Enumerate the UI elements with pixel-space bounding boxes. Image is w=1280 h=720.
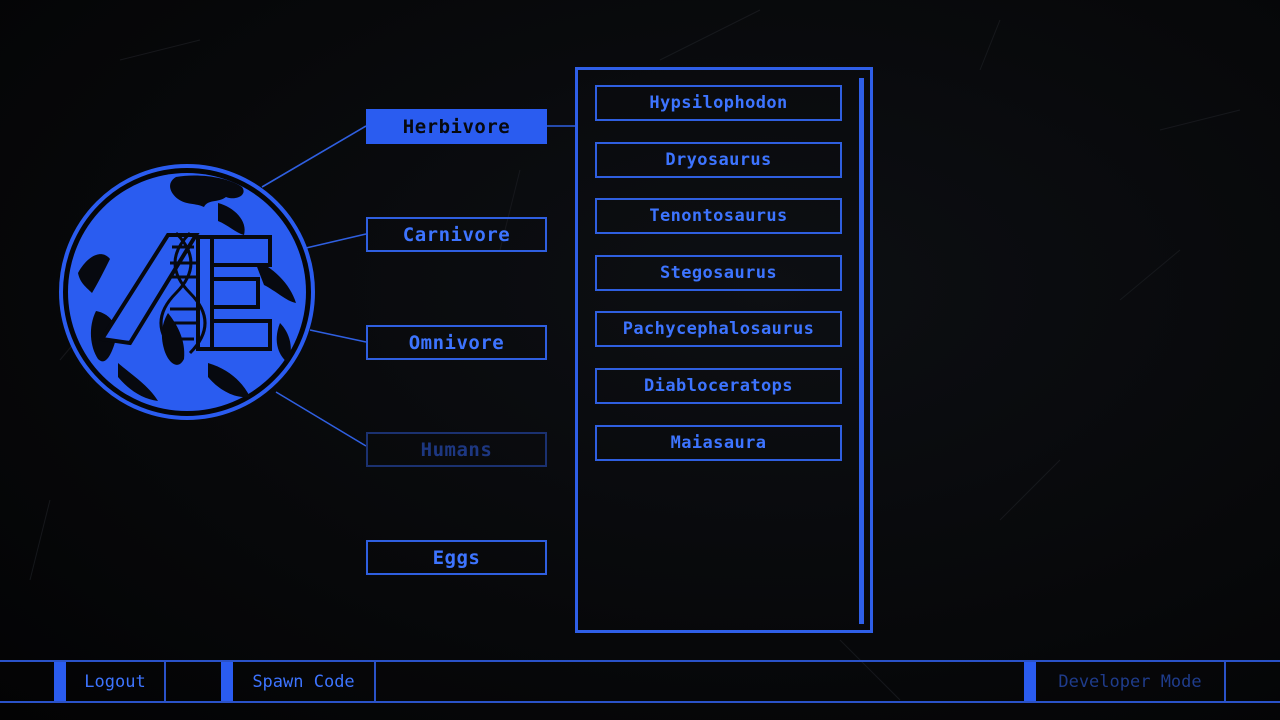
spawn-code-button[interactable]: Spawn Code bbox=[221, 662, 376, 701]
category-carnivore-label: Carnivore bbox=[402, 223, 511, 246]
logout-tab-marker bbox=[54, 662, 66, 701]
category-herbivore-label: Herbivore bbox=[402, 115, 511, 138]
category-eggs-label: Eggs bbox=[432, 546, 481, 569]
species-item[interactable]: Dryosaurus bbox=[595, 142, 842, 178]
category-eggs-button[interactable]: Eggs bbox=[366, 540, 547, 575]
globe-dna-logo-icon bbox=[59, 164, 315, 420]
species-item[interactable]: Hypsilophodon bbox=[595, 85, 842, 121]
species-item[interactable]: Pachycephalosaurus bbox=[595, 311, 842, 347]
species-label: Diabloceratops bbox=[644, 376, 793, 396]
category-herbivore-button[interactable]: Herbivore bbox=[366, 109, 547, 144]
developer-mode-label: Developer Mode bbox=[1036, 662, 1226, 701]
logout-button[interactable]: Logout bbox=[54, 662, 166, 701]
category-humans-label: Humans bbox=[420, 438, 493, 461]
developer-mode-tab-marker bbox=[1024, 662, 1036, 701]
species-list-panel: Hypsilophodon Dryosaurus Tenontosaurus S… bbox=[575, 67, 873, 633]
species-item[interactable]: Maiasaura bbox=[595, 425, 842, 461]
species-item[interactable]: Diabloceratops bbox=[595, 368, 842, 404]
category-omnivore-label: Omnivore bbox=[408, 331, 505, 354]
species-scrollbar[interactable] bbox=[859, 78, 864, 624]
species-label: Tenontosaurus bbox=[649, 206, 788, 226]
species-label: Stegosaurus bbox=[660, 263, 777, 283]
species-item[interactable]: Tenontosaurus bbox=[595, 198, 842, 234]
species-label: Maiasaura bbox=[670, 433, 767, 453]
footer-bar: Logout Spawn Code Developer Mode bbox=[0, 660, 1280, 703]
category-humans-button[interactable]: Humans bbox=[366, 432, 547, 467]
species-item[interactable]: Stegosaurus bbox=[595, 255, 842, 291]
species-label: Dryosaurus bbox=[665, 150, 772, 170]
logout-label: Logout bbox=[66, 662, 166, 701]
species-label: Pachycephalosaurus bbox=[622, 319, 815, 339]
spawn-code-tab-marker bbox=[221, 662, 233, 701]
developer-mode-button[interactable]: Developer Mode bbox=[1024, 662, 1226, 701]
category-omnivore-button[interactable]: Omnivore bbox=[366, 325, 547, 360]
spawn-code-label: Spawn Code bbox=[233, 662, 376, 701]
species-label: Hypsilophodon bbox=[649, 93, 788, 113]
category-carnivore-button[interactable]: Carnivore bbox=[366, 217, 547, 252]
